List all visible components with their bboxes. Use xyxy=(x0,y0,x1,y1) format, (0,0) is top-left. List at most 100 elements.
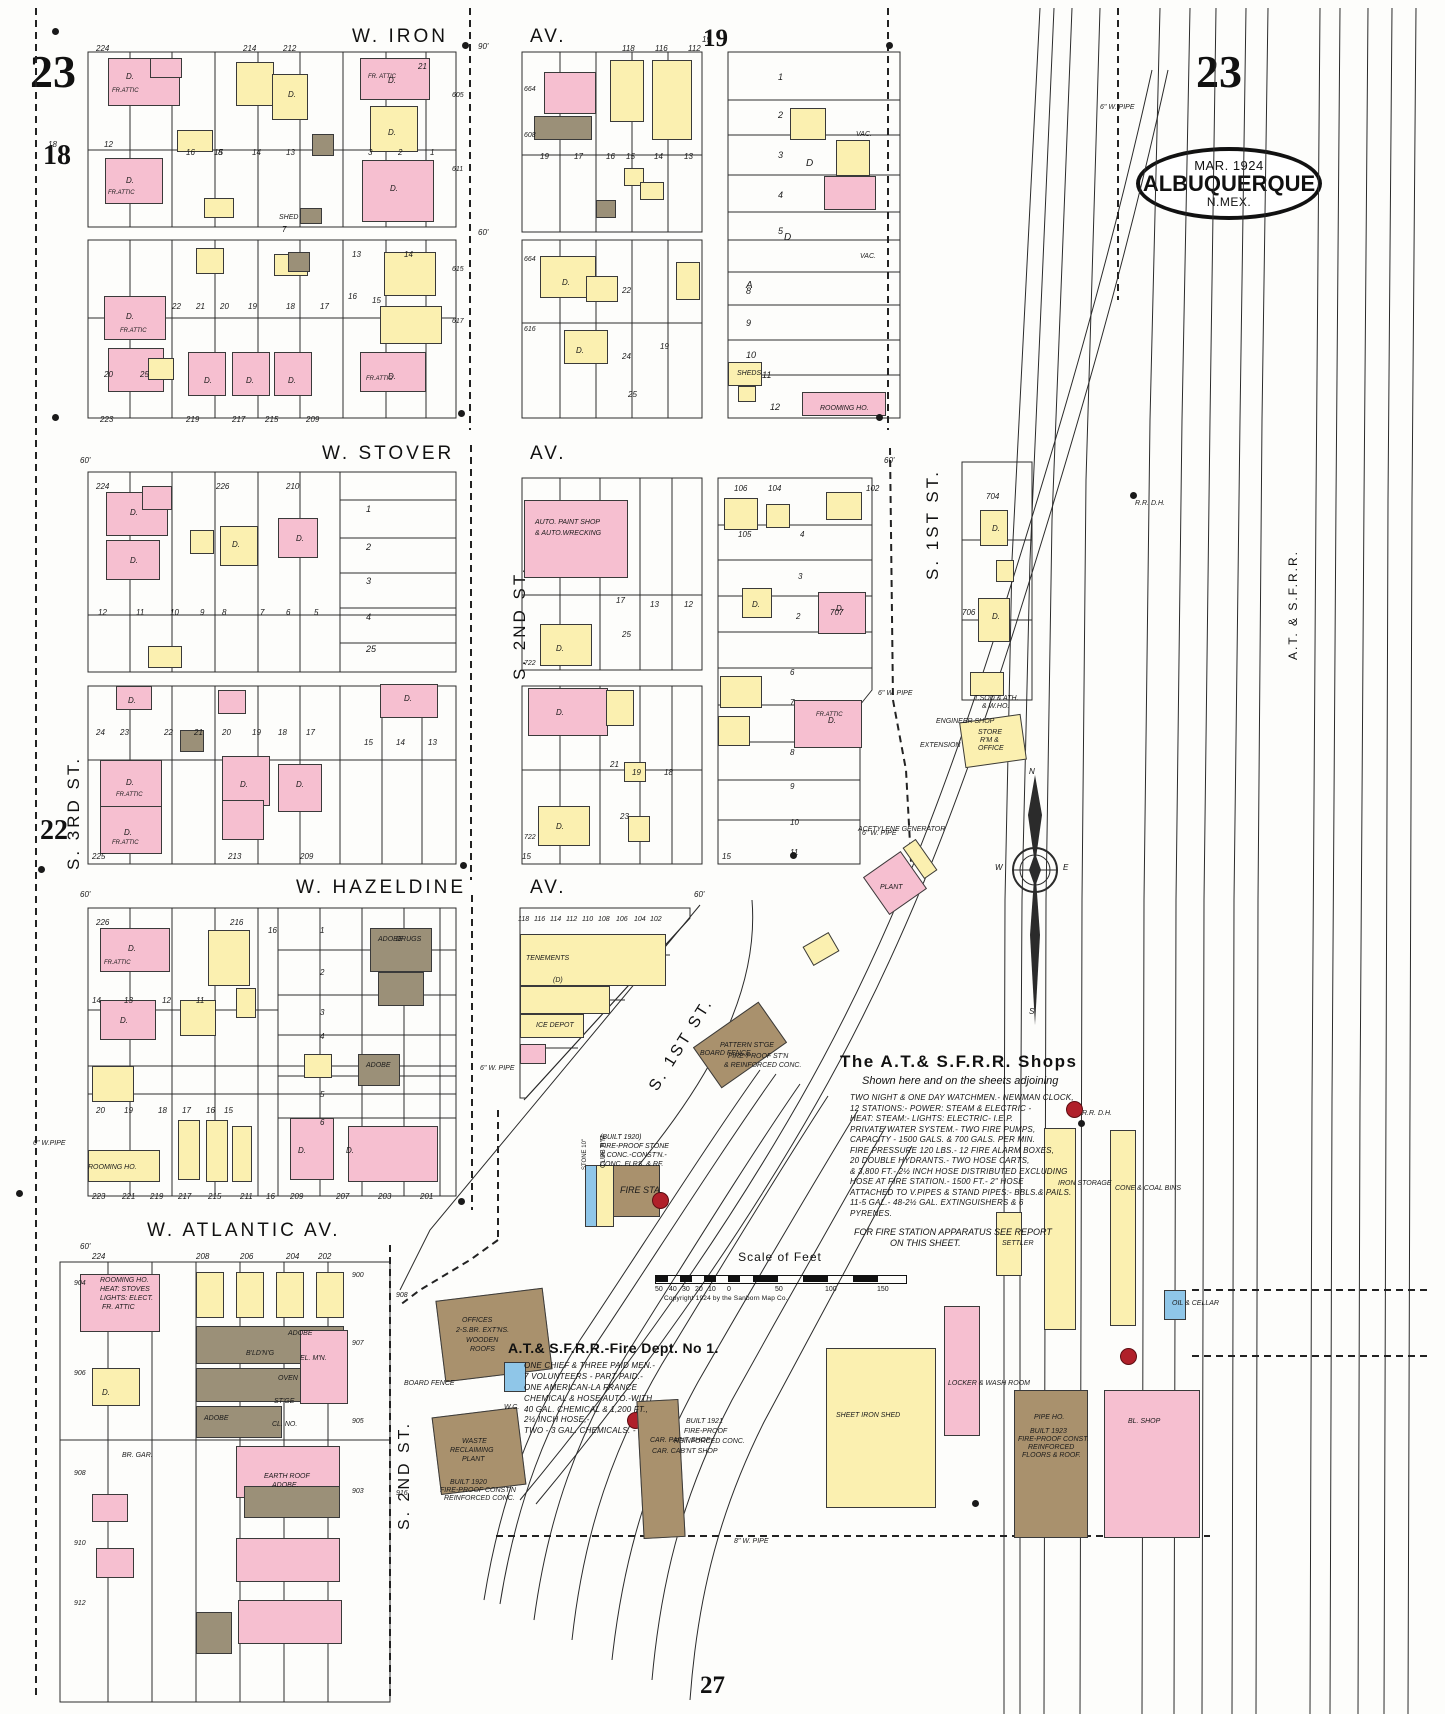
lot-number: 104 xyxy=(768,484,782,493)
lot-number: 5 xyxy=(314,608,319,617)
lot-number: 206 xyxy=(240,1252,254,1261)
lot-number: 11 xyxy=(762,370,772,380)
lot-number: 13 xyxy=(124,996,133,1005)
building-footprint xyxy=(836,140,870,176)
lot-number: 14 xyxy=(252,148,261,157)
lot-number: D. xyxy=(298,1146,306,1155)
lot-number: 1 xyxy=(320,926,325,935)
building-footprint xyxy=(358,1054,400,1086)
building-footprint xyxy=(824,176,876,210)
building-footprint xyxy=(178,1120,200,1180)
lot-number: 707 xyxy=(830,608,844,617)
building-footprint xyxy=(236,1272,264,1318)
building-footprint xyxy=(818,592,866,634)
hydrant-dot xyxy=(458,1198,465,1205)
lot-number: D. xyxy=(102,1388,110,1397)
map-label: T.SOD & ATH. xyxy=(974,695,1019,702)
lot-number: 722 xyxy=(524,834,536,841)
scale-bar-outline xyxy=(655,1275,907,1284)
fire-dept-note-line: ONE AMERICAN-LA FRANCE xyxy=(524,1382,638,1392)
lot-number: 116 xyxy=(534,916,546,923)
building-footprint xyxy=(148,358,174,380)
building-footprint xyxy=(978,598,1010,642)
lot-number: 664 xyxy=(524,86,536,93)
lot-number: 7 xyxy=(260,608,265,617)
lot-number: 212 xyxy=(283,44,297,53)
scale-segment xyxy=(704,1275,716,1282)
building-blacksmith-shop xyxy=(1104,1390,1200,1538)
lot-number: D. xyxy=(556,644,564,653)
railroad-shops-detail-lines: TWO NIGHT & ONE DAY WATCHMEN.- NEWMAN CL… xyxy=(850,1093,1078,1220)
lot-number: 17 xyxy=(616,596,625,605)
lot-number: 2 xyxy=(320,968,325,977)
hydrant-dot xyxy=(1078,1120,1085,1127)
fire-dept-detail-lines: ONE CHIEF & THREE PAID MEN.-7 VOLUNTEERS… xyxy=(524,1361,719,1437)
building-drugs-store xyxy=(370,928,432,972)
lot-number: 213 xyxy=(228,852,242,861)
lot-number: D. xyxy=(992,524,1000,533)
lot-number: 217 xyxy=(178,1192,192,1201)
map-label: CAR. PAINT SHOP xyxy=(650,1437,711,1444)
lot-number: 3 xyxy=(366,576,372,586)
lot-number: FR.ATTIC xyxy=(120,328,147,334)
scale-tick-label: 20 xyxy=(695,1286,703,1293)
lot-number: 215 xyxy=(265,415,279,424)
map-label: EXTENSION xyxy=(920,742,961,749)
adjacent-sheet-18: 18 xyxy=(43,140,71,171)
building-footprint xyxy=(288,252,310,272)
map-label: FIRE-PROOF ST'N xyxy=(728,1053,789,1060)
map-label: R.R. D.H. xyxy=(1135,500,1165,507)
lot-number: 219 xyxy=(186,415,200,424)
lot-number: 12 xyxy=(770,402,781,412)
building-pipe-house xyxy=(1014,1390,1088,1538)
lot-number: D. xyxy=(246,376,254,385)
lot-number: D. xyxy=(296,780,304,789)
fire-alarm-box xyxy=(652,1192,669,1209)
fire-dept-notes: A.T.& S.F.R.R.-Fire Dept. No 1. ONE CHIE… xyxy=(508,1340,719,1437)
railroad-shops-title: The A.T.& S.F.R.R. Shops xyxy=(840,1052,1078,1071)
map-label: & REINFORCED CONC. xyxy=(724,1062,802,1069)
building-footprint xyxy=(970,672,1004,696)
lot-number: 214 xyxy=(243,44,257,53)
lot-number: 664 xyxy=(524,256,536,263)
club-room-label: CLUB R'M xyxy=(600,1135,607,1168)
building-footprint xyxy=(300,208,322,224)
lot-number: D. xyxy=(828,716,836,725)
lot-number: D. xyxy=(120,1016,128,1025)
building-footprint xyxy=(196,248,224,274)
lot-number: 906 xyxy=(74,1370,86,1377)
scale-segment xyxy=(728,1275,740,1282)
stone-note-label: STONE 10" xyxy=(582,1138,588,1170)
map-label: SHED xyxy=(279,214,299,221)
lot-number: 8 xyxy=(746,286,752,296)
railroad-note-line: HOSE AT FIRE STATION.- 1500 FT.- 2" HOSE xyxy=(850,1177,1024,1187)
lot-number: 10 xyxy=(746,350,757,360)
map-label: REINFORCED CONC. xyxy=(444,1495,515,1502)
map-label: 2-S.BR. EXT'NS. xyxy=(456,1327,510,1334)
building-footprint xyxy=(106,540,160,580)
lot-number: 3 xyxy=(368,148,373,157)
lot-number: 16 xyxy=(186,148,195,157)
building-footprint xyxy=(180,1000,216,1036)
adjacent-sheet-27: 27 xyxy=(700,1672,725,1699)
lot-number: 16 xyxy=(606,152,615,161)
map-label: BOARD FENCE xyxy=(404,1380,455,1387)
lot-number: 4 xyxy=(366,612,372,622)
lot-number: 226 xyxy=(96,918,110,927)
map-label: R.R. D.H. xyxy=(1082,1110,1112,1117)
map-label: SETTLER xyxy=(1002,1240,1034,1247)
lot-number: 22 xyxy=(622,286,631,295)
lot-number: 16 xyxy=(268,926,277,935)
lot-number: 4 xyxy=(800,530,805,539)
railroad-note-line: PRIVATE WATER SYSTEM.- TWO FIRE PUMPS, xyxy=(850,1124,1036,1134)
lot-number: FR.ATTIC xyxy=(366,376,393,382)
building-footprint xyxy=(640,182,664,200)
building-footprint xyxy=(564,330,608,364)
lot-number: 106 xyxy=(616,916,628,923)
lot-number: 23 xyxy=(620,812,629,821)
fire-station-note-line: (BUILT 1920) xyxy=(600,1134,642,1141)
lot-number: D. xyxy=(126,176,134,185)
scale-tick-label: 100 xyxy=(825,1286,837,1293)
lot-number: 12 xyxy=(684,600,693,609)
